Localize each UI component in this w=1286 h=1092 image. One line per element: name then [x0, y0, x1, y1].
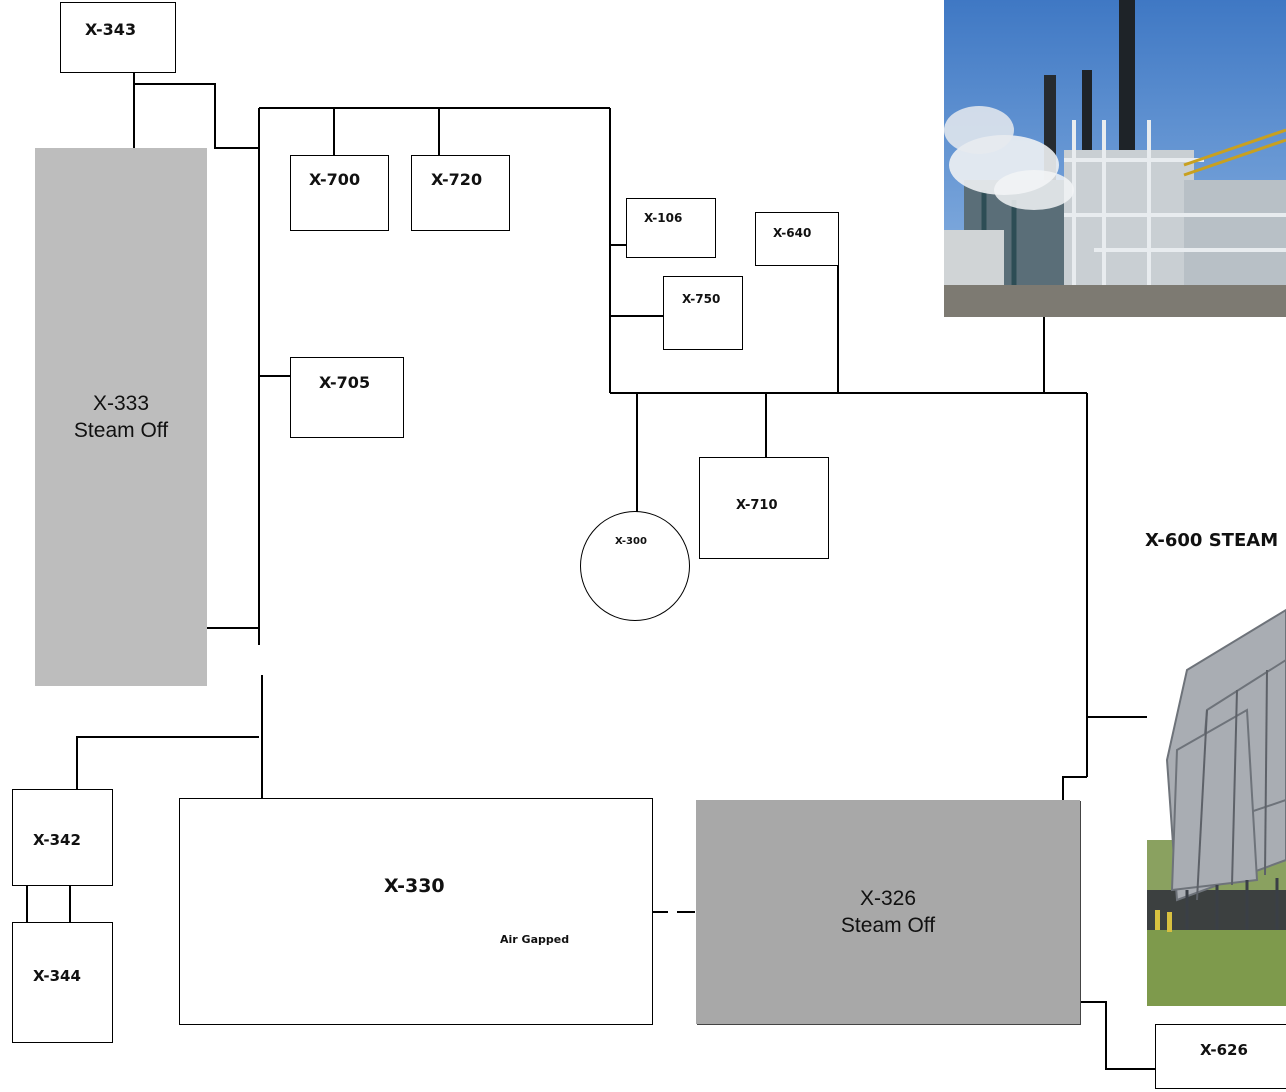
node-label: X-705 — [319, 373, 371, 392]
building-x-326-steam-off[interactable] — [696, 800, 1080, 1024]
node-label: X-710 — [736, 498, 778, 513]
node-label: X-342 — [33, 831, 81, 849]
node-label: X-106 — [644, 211, 683, 225]
node-label: X-300 — [615, 536, 647, 547]
steam-plant-photo — [944, 0, 1286, 317]
x-333-label: X-333 Steam Off — [35, 390, 207, 444]
x-333-name: X-333 — [92, 392, 150, 415]
x-333-status: Steam Off — [73, 419, 169, 442]
node-x-342[interactable]: X-342 — [12, 789, 113, 886]
node-x-710[interactable]: X-710 — [699, 457, 829, 559]
air-gapped-label: Air Gapped — [500, 933, 570, 946]
node-x-720[interactable]: X-720 — [411, 155, 510, 231]
x-326-status: Steam Off — [840, 914, 936, 937]
building-x-333-steam-off[interactable] — [35, 148, 207, 686]
node-x-106[interactable]: X-106 — [626, 198, 716, 258]
x-600-steam-plant-label: X-600 STEAM — [1145, 530, 1279, 551]
node-x-626[interactable]: X-626 — [1155, 1024, 1286, 1089]
node-x-344[interactable]: X-344 — [12, 922, 113, 1043]
node-label: X-343 — [85, 20, 137, 39]
node-x-330[interactable]: X-330 Air Gapped — [179, 798, 653, 1025]
node-label: X-330 — [384, 875, 445, 897]
x-326-name: X-326 — [859, 887, 917, 910]
node-label: X-640 — [773, 226, 812, 240]
node-x-640[interactable]: X-640 — [755, 212, 839, 266]
x-600-equipment-photo — [1147, 600, 1286, 1006]
x-326-label: X-326 Steam Off — [696, 885, 1080, 939]
node-label: X-344 — [33, 967, 81, 985]
node-x-700[interactable]: X-700 — [290, 155, 389, 231]
node-label: X-626 — [1200, 1041, 1248, 1059]
node-x-750[interactable]: X-750 — [663, 276, 743, 350]
node-x-300[interactable]: X-300 — [580, 511, 690, 621]
node-label: X-750 — [682, 292, 721, 306]
node-x-705[interactable]: X-705 — [290, 357, 404, 438]
node-label: X-720 — [431, 170, 483, 189]
node-x-343[interactable]: X-343 — [60, 2, 176, 73]
node-label: X-700 — [309, 170, 361, 189]
